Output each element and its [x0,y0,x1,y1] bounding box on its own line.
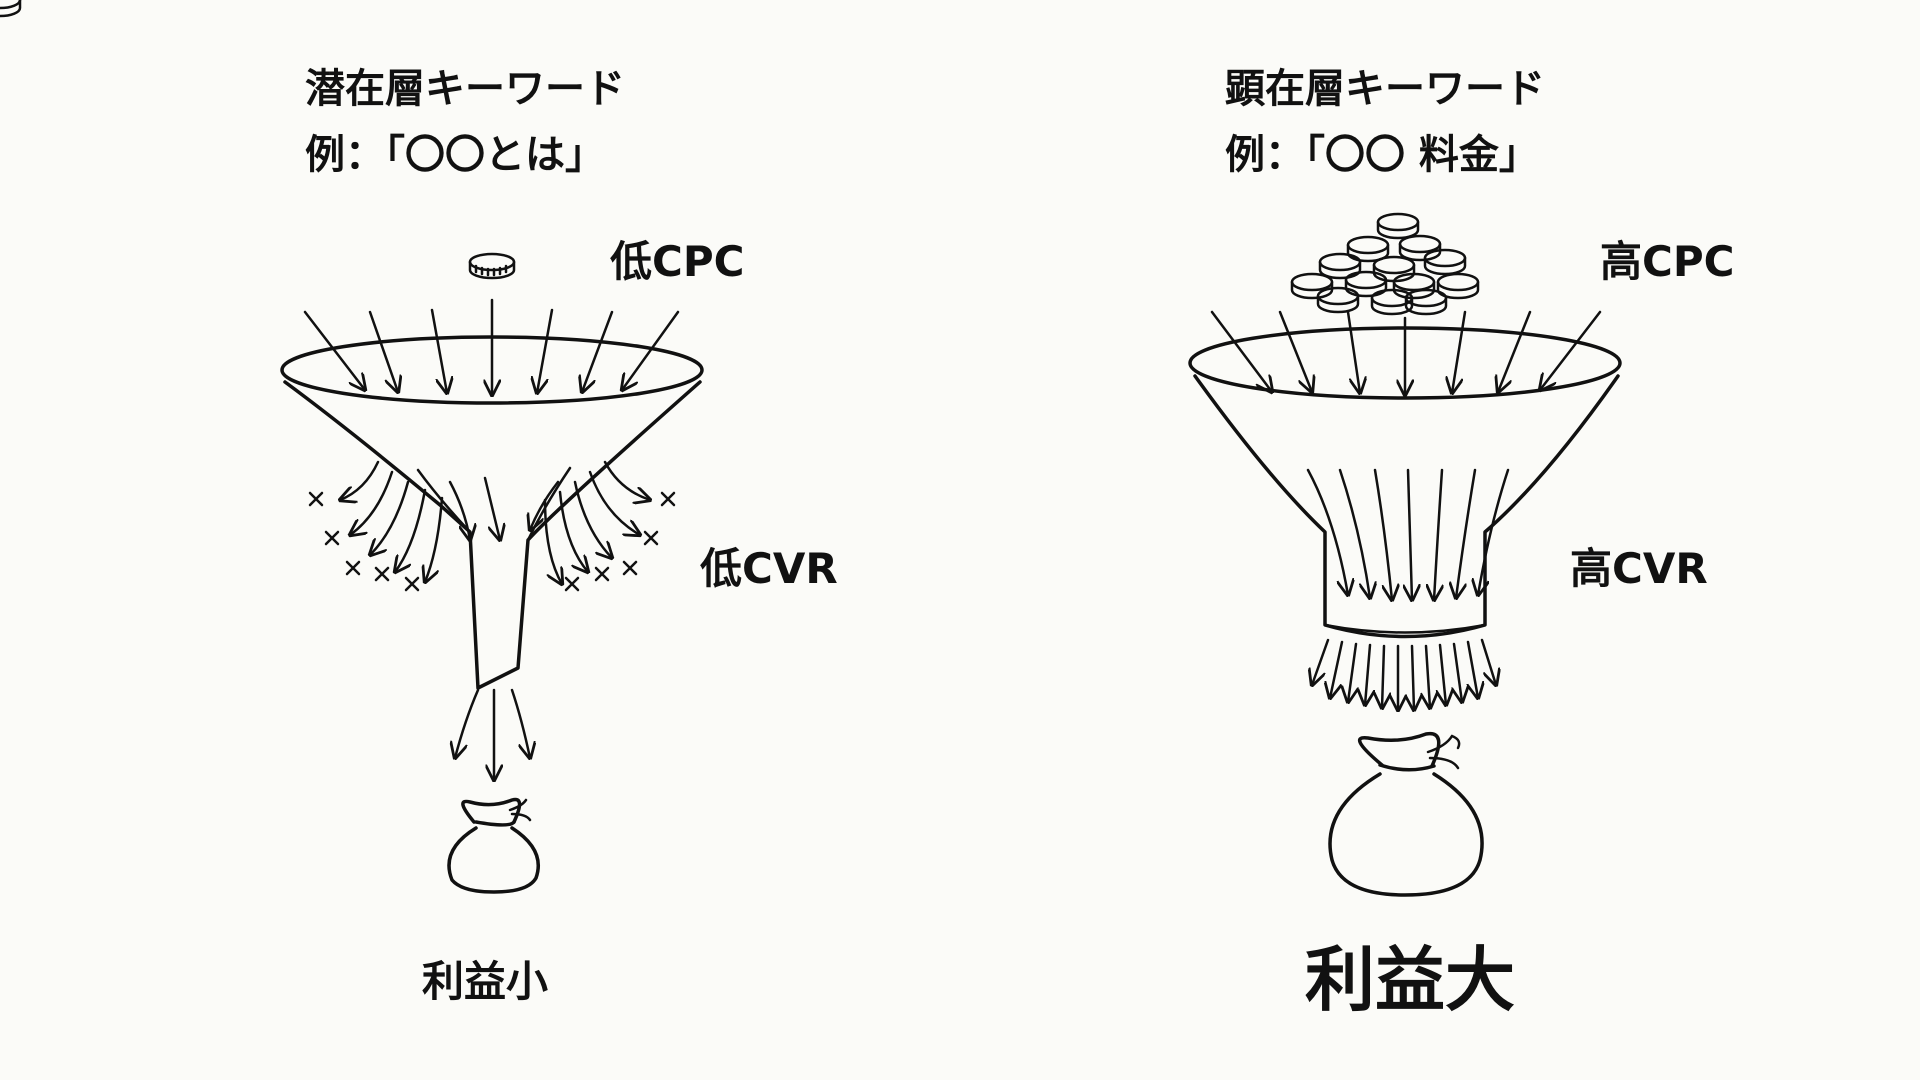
left-title: 潜在層キーワード [305,66,625,112]
money-bag-icon-large [1328,731,1484,897]
left-example: 例：「〇〇とは」 [305,132,605,178]
coin-stack-icon [0,0,1480,316]
left-leak-arrows [340,460,650,584]
right-title: 顕在層キーワード [1225,66,1545,112]
left-incoming-arrows [303,298,680,395]
left-cross-icons [308,491,676,592]
right-inner-arrows [1306,468,1510,600]
right-result-label: 利益大 [1305,939,1515,1021]
left-cvr-label: 低CVR [700,544,838,593]
left-cpc-label: 低CPC [610,237,745,286]
right-outflow-arrows [1312,638,1496,710]
right-funnel-icon [1188,326,1622,639]
coin-icon [468,252,516,280]
left-outflow-arrows [455,688,530,780]
left-result-label: 利益小 [422,957,549,1006]
right-example: 例：「〇〇 料金」 [1225,132,1539,178]
money-bag-icon [447,797,541,894]
right-incoming-arrows [1210,310,1602,395]
right-cpc-label: 高CPC [1600,237,1735,286]
right-cvr-label: 高CVR [1570,544,1708,593]
